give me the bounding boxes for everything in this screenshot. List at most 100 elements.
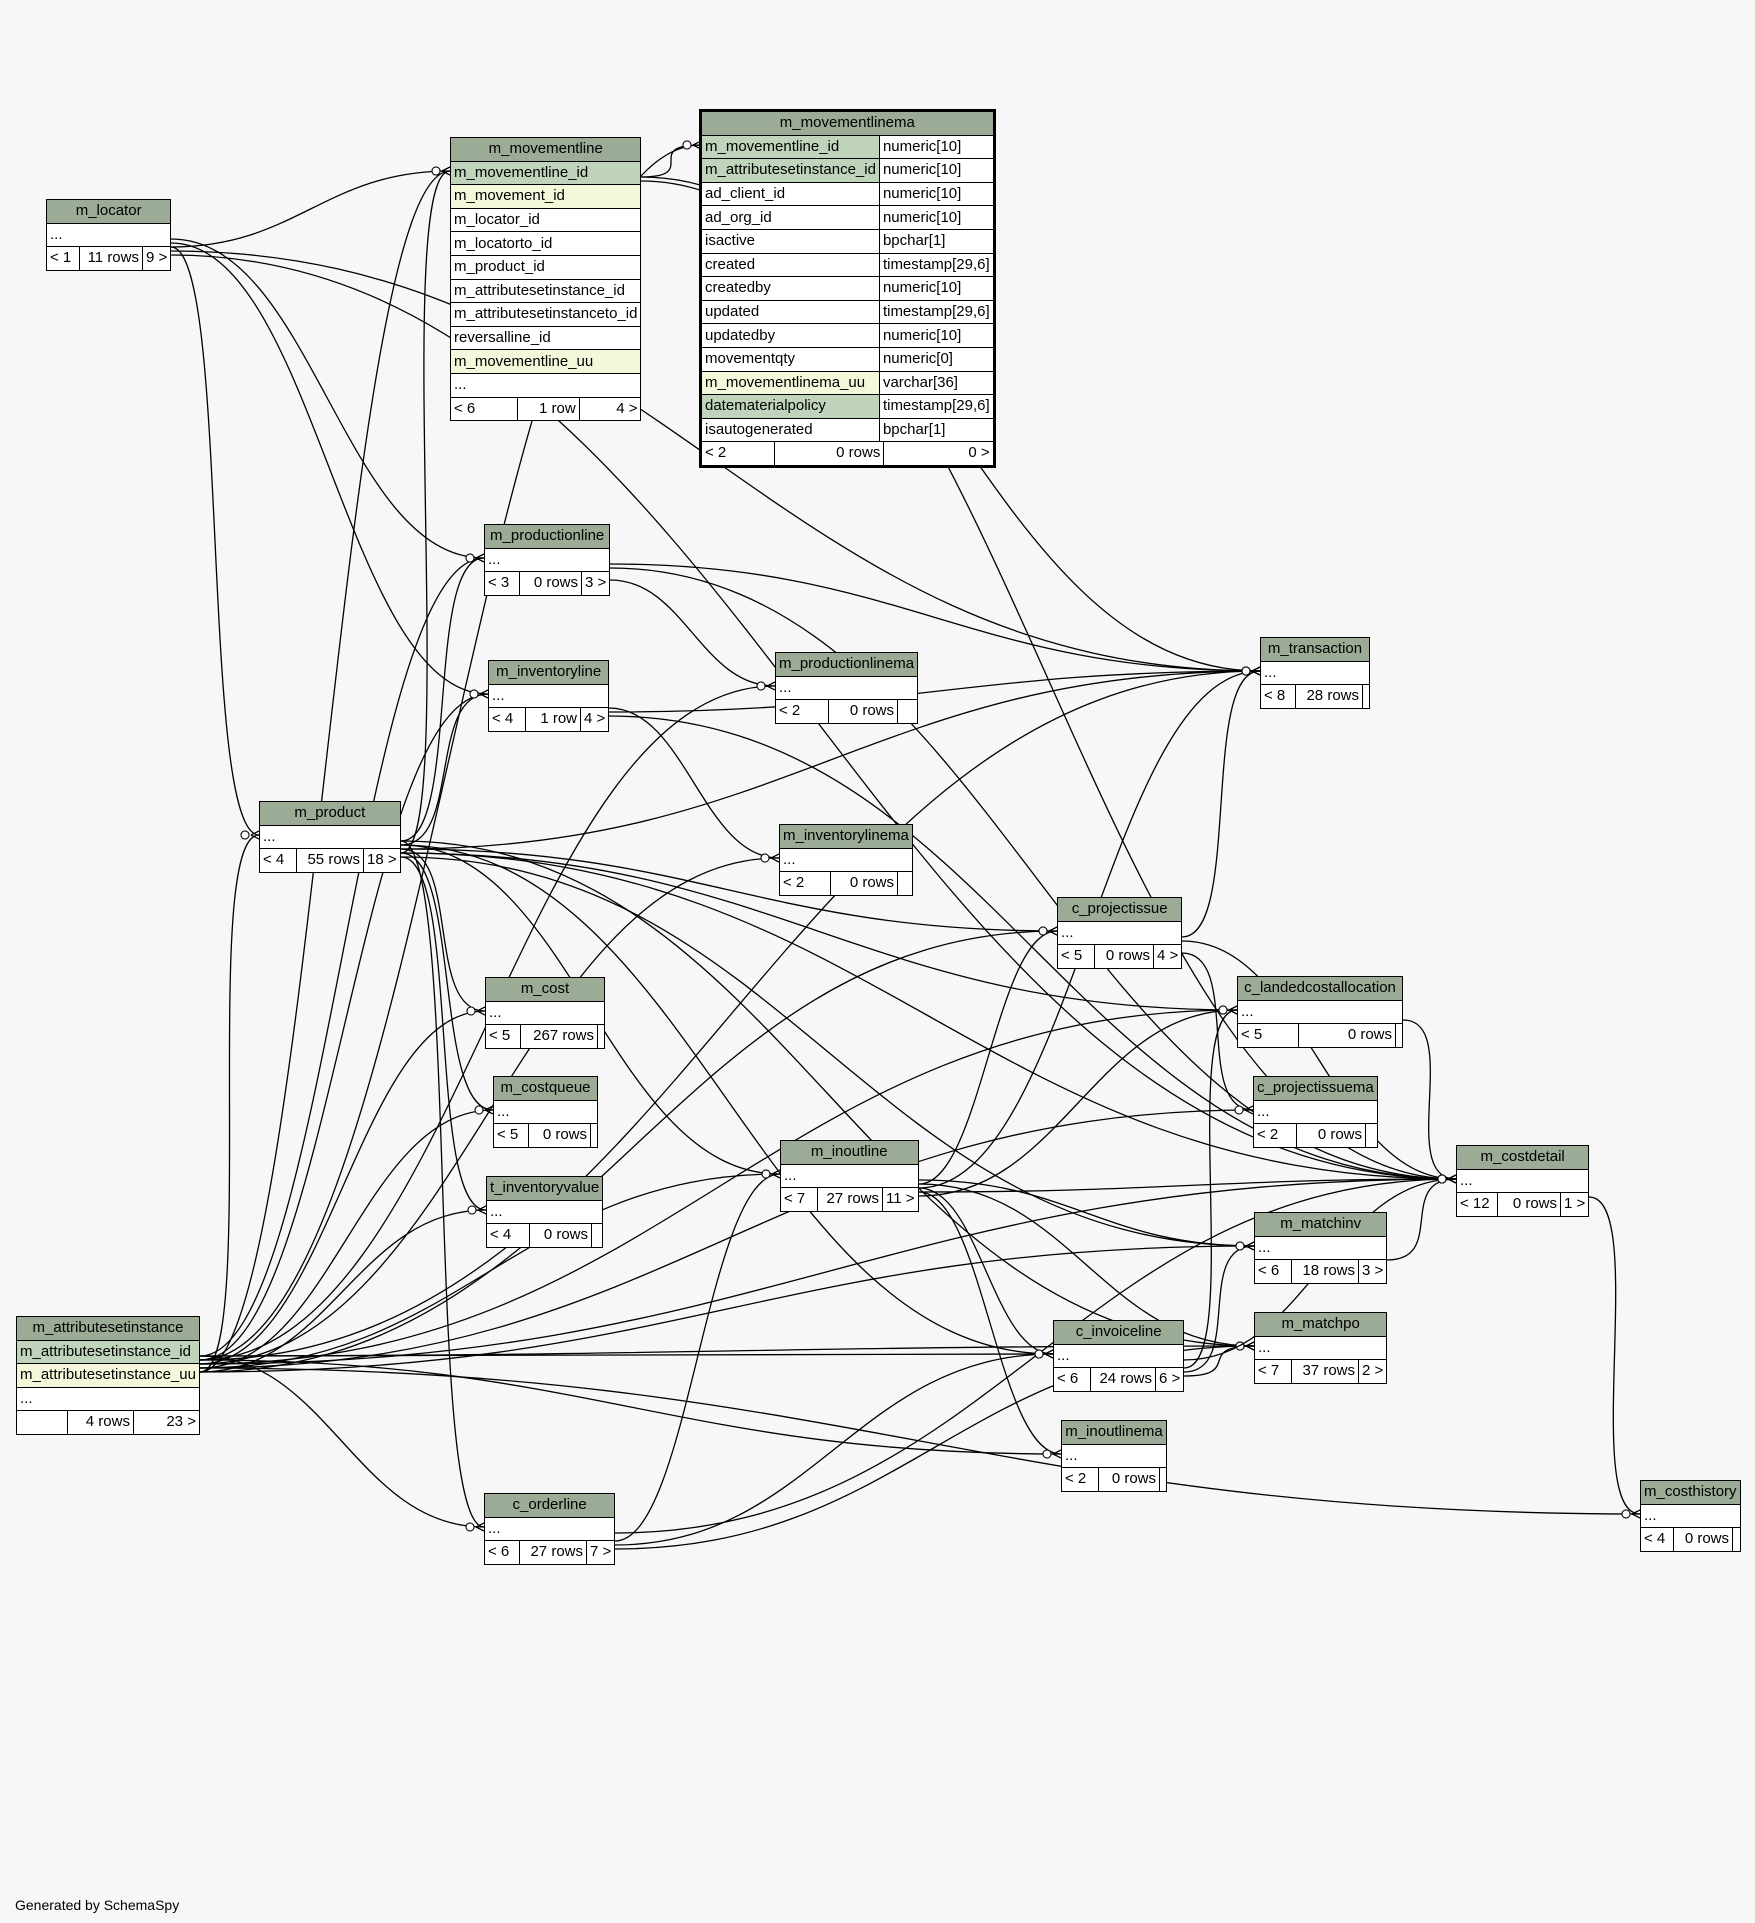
parents-link[interactable]: < 2 <box>1254 1124 1297 1147</box>
table-title[interactable]: m_matchpo <box>1253 1312 1388 1337</box>
row-count: 0 rows <box>831 872 898 895</box>
parents-link[interactable]: < 5 <box>1058 945 1095 968</box>
children-link[interactable]: 1 > <box>1564 1195 1586 1213</box>
table-title[interactable]: m_costhistory <box>1640 1480 1741 1505</box>
parents-link[interactable]: < 6 <box>1054 1368 1091 1391</box>
table-title[interactable]: m_movementlinema <box>701 111 994 136</box>
column-type: numeric[10] <box>878 276 994 301</box>
table-title[interactable]: m_attributesetinstance <box>16 1316 200 1341</box>
table-title[interactable]: c_landedcostallocation <box>1237 976 1403 1001</box>
table-title[interactable]: m_movementline <box>449 137 642 162</box>
children-link[interactable] <box>1396 1024 1402 1047</box>
table-title[interactable]: m_inventoryline <box>487 660 610 685</box>
children-link[interactable] <box>1363 685 1369 708</box>
table-title[interactable]: c_orderline <box>483 1493 616 1518</box>
parents-link[interactable]: < 7 <box>781 1188 818 1211</box>
parents-link[interactable]: < 4 <box>260 849 297 872</box>
table-title[interactable]: m_product <box>259 801 401 826</box>
parents-link[interactable]: < 3 <box>485 572 520 595</box>
many-marker <box>1631 1509 1641 1519</box>
children-link[interactable] <box>592 1224 602 1247</box>
children-link[interactable] <box>1366 1124 1377 1147</box>
children-link[interactable]: 4 > <box>1157 947 1179 965</box>
parents-link[interactable]: < 8 <box>1261 685 1296 708</box>
table-title[interactable]: m_inventorylinema <box>779 824 913 849</box>
table-title[interactable]: m_inoutline <box>780 1140 919 1165</box>
table-title[interactable]: c_projectissuema <box>1253 1076 1378 1101</box>
table-m_attributesetinstance[interactable]: m_attributesetinstance m_attributesetins… <box>16 1316 200 1435</box>
column-type: numeric[10] <box>878 323 994 348</box>
children-link[interactable]: 0 > <box>968 444 990 462</box>
table-title[interactable]: m_transaction <box>1260 637 1370 662</box>
table-title[interactable]: m_locator <box>45 199 172 224</box>
children-link[interactable] <box>898 700 917 723</box>
parents-link[interactable]: < 5 <box>494 1124 529 1147</box>
children-link[interactable]: 4 > <box>584 710 606 728</box>
parents-link[interactable]: < 1 <box>47 247 80 270</box>
parents-link[interactable]: < 2 <box>780 872 831 895</box>
table-title[interactable]: m_cost <box>485 977 605 1002</box>
parents-link[interactable]: < 5 <box>1238 1024 1299 1047</box>
children-link[interactable] <box>898 872 912 895</box>
parents-link[interactable]: < 4 <box>1641 1528 1674 1551</box>
parents-link[interactable]: < 7 <box>1255 1360 1292 1383</box>
table-title[interactable]: m_costqueue <box>493 1076 598 1101</box>
parents-link[interactable]: < 6 <box>1255 1260 1292 1283</box>
children-link[interactable] <box>1160 1468 1166 1491</box>
table-title[interactable]: m_productionlinema <box>774 652 919 677</box>
parents-link[interactable]: < 4 <box>487 1224 530 1247</box>
table-title[interactable]: m_matchinv <box>1253 1212 1388 1237</box>
children-link[interactable] <box>1733 1528 1740 1551</box>
parents-link[interactable]: < 12 <box>1457 1193 1498 1216</box>
children-link[interactable]: 18 > <box>367 851 397 869</box>
table-title[interactable]: c_invoiceline <box>1052 1320 1185 1345</box>
parents-link[interactable]: < 6 <box>485 1541 520 1564</box>
table-title[interactable]: m_costdetail <box>1455 1145 1590 1170</box>
children-link[interactable]: 3 > <box>585 574 607 592</box>
table-title[interactable]: c_projectissue <box>1056 897 1183 922</box>
children-link[interactable]: 2 > <box>1362 1362 1384 1380</box>
parents-link[interactable]: < 5 <box>486 1025 521 1048</box>
parents-link[interactable]: < 6 <box>451 397 518 421</box>
children-link[interactable] <box>591 1124 597 1147</box>
children-link[interactable]: 7 > <box>590 1543 612 1561</box>
children-link[interactable]: 6 > <box>1159 1370 1181 1388</box>
relationship-line <box>199 1355 485 1528</box>
children-link[interactable]: 4 > <box>616 399 638 417</box>
table-title[interactable]: m_productionline <box>483 524 611 549</box>
children-link[interactable]: 11 > <box>886 1190 915 1208</box>
parents-link[interactable]: < 2 <box>776 700 829 723</box>
children-link[interactable]: 9 > <box>146 249 168 267</box>
parents-link[interactable]: < 4 <box>489 708 526 731</box>
parents-link[interactable]: < 2 <box>702 442 775 465</box>
table-title[interactable]: t_inventoryvalue <box>485 1176 604 1201</box>
parents-link[interactable]: < 2 <box>1062 1468 1099 1491</box>
children-link[interactable]: 3 > <box>1362 1262 1384 1280</box>
children-link[interactable]: 23 > <box>166 1413 196 1431</box>
table-title[interactable]: m_inoutlinema <box>1061 1420 1167 1445</box>
children-link[interactable] <box>598 1025 604 1048</box>
